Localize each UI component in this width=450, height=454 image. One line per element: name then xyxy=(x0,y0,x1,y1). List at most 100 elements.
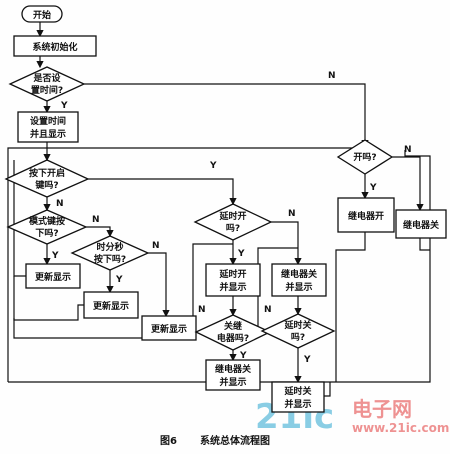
node-relay-off-show-2: 继电器关 并显示 xyxy=(205,359,261,391)
node-hms-question: 时分秒 按下吗? xyxy=(70,235,150,271)
branch-no-label: N xyxy=(328,71,336,81)
node-init: 系统初始化 xyxy=(13,35,97,57)
update2-label: 更新显示 xyxy=(93,300,129,312)
mode-key-q-line1: 模式键按 xyxy=(29,215,65,227)
delay-off-show-box xyxy=(271,381,325,413)
set-time-q-line1: 是否设 xyxy=(32,72,61,84)
branch-no-label: N xyxy=(264,305,272,315)
node-delay-open-question: 延时开 吗? xyxy=(193,203,273,241)
open-key-diamond xyxy=(4,159,90,198)
open-diamond xyxy=(336,139,394,175)
relay-off-label: 继电器关 xyxy=(403,219,439,231)
edge xyxy=(7,147,365,382)
set-time-show-line2: 并且显示 xyxy=(30,128,66,140)
node-delay-off-question: 延时关 吗? xyxy=(260,313,336,349)
watermark-cn: 电子网 xyxy=(352,397,412,421)
node-update-3: 更新显示 xyxy=(141,315,197,341)
node-relay-off-question: 关继 电器吗? xyxy=(194,314,272,351)
branch-yes-label: Y xyxy=(209,161,217,171)
node-relay-off-show: 继电器关 并显示 xyxy=(271,263,327,297)
edge xyxy=(324,382,331,397)
relay-off-show-box xyxy=(271,263,327,297)
set-time-show-line1: 设置时间 xyxy=(30,115,66,127)
relay-off-show2-box xyxy=(205,359,261,391)
relay-off-box xyxy=(395,209,447,239)
update3-box xyxy=(141,315,197,341)
relay-off-show2-line2: 并显示 xyxy=(219,376,246,388)
edge xyxy=(13,276,84,321)
caption: 图6 系统总体流程图 xyxy=(160,434,270,447)
start-terminal xyxy=(21,5,63,23)
node-set-time-show: 设置时间 并且显示 xyxy=(17,111,79,143)
branch-yes-label: Y xyxy=(237,249,245,259)
relay-off-q-line1: 关继 xyxy=(224,320,242,332)
branch-no-label: N xyxy=(152,241,160,251)
delay-open-diamond xyxy=(193,203,273,241)
mode-key-q-line2: 下吗? xyxy=(35,228,58,239)
delay-off-show-line2: 并显示 xyxy=(284,398,311,410)
set-time-diamond xyxy=(8,66,86,102)
delay-open-show-line1: 延时开 xyxy=(218,268,246,280)
branch-no-label: N xyxy=(404,145,412,155)
delay-off-show-line1: 延时关 xyxy=(283,385,311,397)
node-update-1: 更新显示 xyxy=(25,263,81,289)
branch-yes-label: Y xyxy=(239,351,247,361)
node-mode-key-question: 模式键按 下吗? xyxy=(6,209,88,245)
relay-on-label: 继电器开 xyxy=(348,210,384,222)
branch-yes-label: Y xyxy=(115,275,123,285)
edge xyxy=(88,178,237,206)
relay-off-show-line1: 继电器关 xyxy=(281,268,317,280)
branch-no-label: N xyxy=(288,209,296,219)
branch-no-label: N xyxy=(92,215,100,225)
branch-no-label: N xyxy=(56,199,64,209)
node-relay-on: 继电器开 xyxy=(337,197,395,233)
init-box xyxy=(13,35,97,57)
start-label: 开始 xyxy=(33,9,51,21)
relay-off-show-line2: 并显示 xyxy=(285,281,312,293)
branch-no-label: N xyxy=(198,305,206,315)
node-open-key-question: 按下开启 键吗? xyxy=(4,159,90,198)
mode-key-diamond xyxy=(6,209,88,245)
node-set-time-question: 是否设 置时间? xyxy=(8,66,86,102)
edge xyxy=(271,221,302,266)
branch-yes-label: Y xyxy=(369,183,377,193)
delay-off-q-line1: 延时关 xyxy=(283,319,311,331)
caption-title: 系统总体流程图 xyxy=(200,434,270,447)
delay-open-show-box xyxy=(205,263,261,297)
update1-label: 更新显示 xyxy=(35,271,71,283)
node-update-2: 更新显示 xyxy=(83,291,139,319)
edge xyxy=(335,232,366,382)
delay-open-q-line2: 吗? xyxy=(226,223,240,234)
edge xyxy=(419,238,430,251)
delay-off-q-line2: 吗? xyxy=(291,332,305,343)
hms-q-line2: 按下吗? xyxy=(94,253,126,265)
open-key-q-line2: 键吗? xyxy=(34,179,58,191)
relay-off-diamond xyxy=(194,314,272,351)
node-start: 开始 xyxy=(21,5,63,23)
update1-box xyxy=(25,263,81,289)
node-relay-off: 继电器关 xyxy=(395,209,447,239)
caption-number: 图6 xyxy=(160,435,177,447)
edge xyxy=(392,156,424,212)
relay-off-show2-line1: 继电器关 xyxy=(215,363,251,375)
node-open-question: 开吗? xyxy=(336,139,394,175)
node-delay-open-show: 延时开 并显示 xyxy=(205,263,261,297)
branch-yes-label: Y xyxy=(303,355,311,365)
branch-yes-label: Y xyxy=(60,101,68,111)
set-time-q-line2: 置时间? xyxy=(31,84,63,96)
edge xyxy=(13,318,142,339)
hms-diamond xyxy=(70,235,150,271)
watermark-url: www.21ic.com xyxy=(352,421,449,435)
edge xyxy=(84,83,369,148)
delay-open-show-line2: 并显示 xyxy=(219,281,246,293)
open-q-label: 开吗? xyxy=(353,152,376,163)
update2-box xyxy=(83,291,139,319)
node-delay-off-show: 延时关 并显示 xyxy=(271,381,325,413)
relay-on-box xyxy=(337,197,395,233)
init-label: 系统初始化 xyxy=(32,41,77,53)
relay-off-q-line2: 电器吗? xyxy=(217,332,249,344)
set-time-show-box xyxy=(17,111,79,143)
edge xyxy=(148,252,170,318)
